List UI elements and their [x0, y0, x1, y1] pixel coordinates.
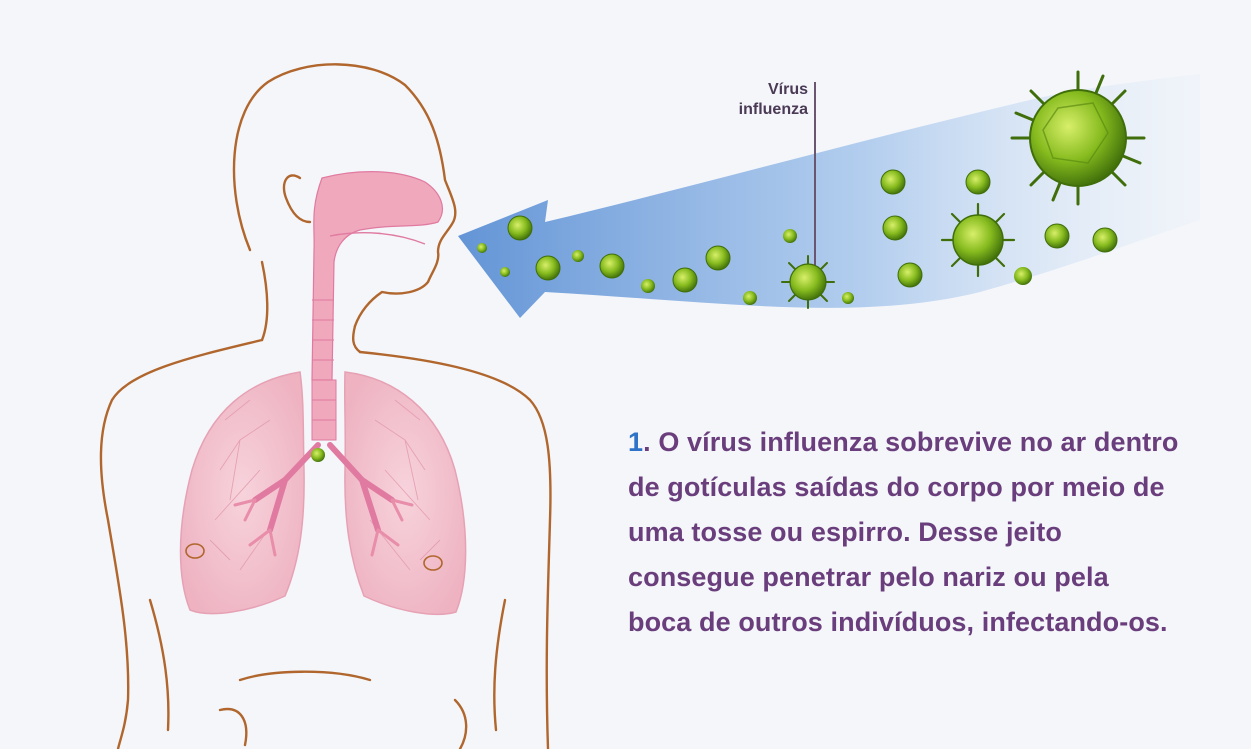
- caption-line-5: boca de outros indivíduos, infectando-os…: [628, 600, 1238, 645]
- virus-particle-icon: [1012, 72, 1144, 204]
- virus-label-line-2: influenza: [640, 100, 808, 120]
- virus-particle-icon: [782, 256, 834, 308]
- caption-number: 1: [628, 427, 643, 457]
- virus-label: Vírus influenza: [640, 80, 808, 120]
- caption-text: 1. O vírus influenza sobrevive no ar den…: [628, 420, 1238, 645]
- caption-line-1: 1. O vírus influenza sobrevive no ar den…: [628, 420, 1238, 465]
- virus-label-line-1: Vírus: [640, 80, 808, 100]
- caption-line-4: consegue penetrar pelo nariz ou pela: [628, 555, 1238, 600]
- caption-line-3: uma tosse ou espirro. Desse jeito: [628, 510, 1238, 555]
- virus-particle-icon: [942, 204, 1014, 276]
- caption-line-2: de gotículas saídas do corpo por meio de: [628, 465, 1238, 510]
